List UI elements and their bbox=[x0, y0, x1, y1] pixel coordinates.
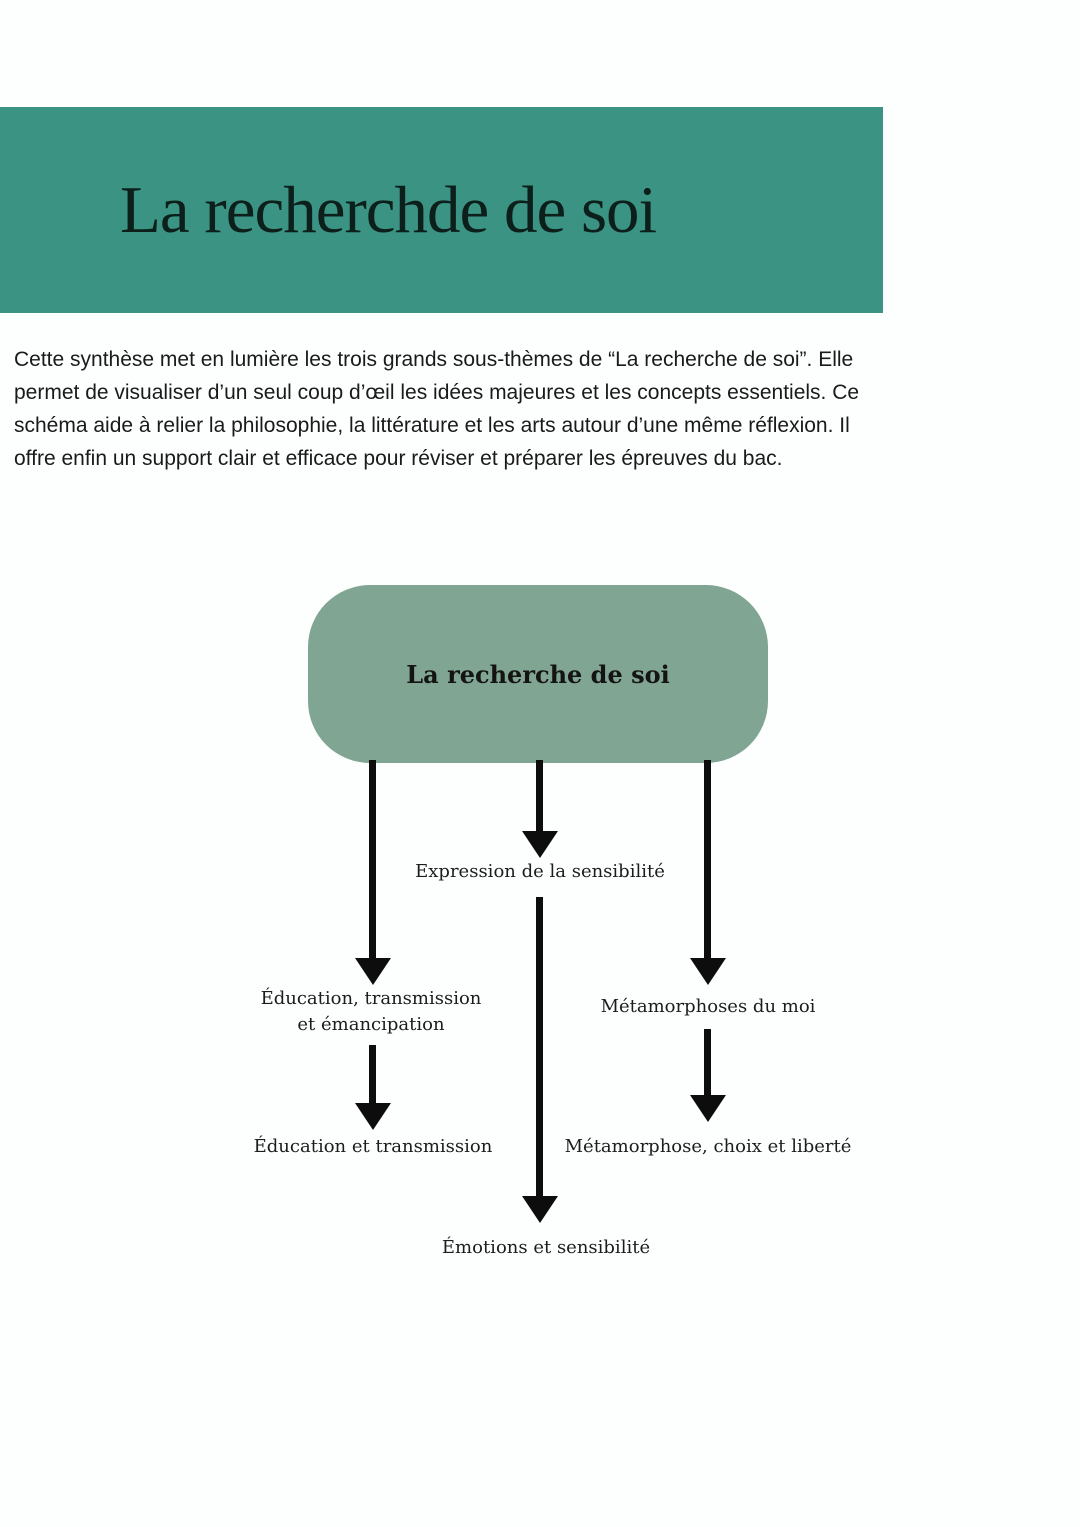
label-metamorphose-choix-liberte: Métamorphose, choix et liberté bbox=[564, 1136, 852, 1157]
connector-line-right-1 bbox=[704, 760, 711, 958]
label-education-emancipation: Éducation, transmission et émancipation bbox=[260, 988, 482, 1035]
connector-line-middle-2 bbox=[536, 897, 543, 1196]
header-banner: La recherchde de soi bbox=[0, 107, 883, 313]
arrow-down-icon bbox=[522, 1196, 558, 1223]
arrow-down-icon bbox=[522, 831, 558, 858]
intro-paragraph: Cette synthèse met en lumière les trois … bbox=[14, 348, 860, 470]
arrow-down-icon bbox=[355, 1103, 391, 1130]
label-emotions-sensibilite: Émotions et sensibilité bbox=[441, 1237, 651, 1258]
label-education-transmission: Éducation et transmission bbox=[253, 1136, 493, 1157]
root-node-label: La recherche de soi bbox=[406, 659, 670, 689]
connector-line-middle-1 bbox=[536, 760, 543, 831]
connector-line-left-2 bbox=[369, 1045, 376, 1103]
label-expression-sensibilite: Expression de la sensibilité bbox=[415, 861, 665, 882]
connector-line-right-2 bbox=[704, 1029, 711, 1095]
label-metamorphoses-moi: Métamorphoses du moi bbox=[600, 996, 816, 1017]
connector-line-left-1 bbox=[369, 760, 376, 958]
page-title: La recherchde de soi bbox=[120, 172, 657, 247]
root-node: La recherche de soi bbox=[308, 585, 768, 763]
arrow-down-icon bbox=[355, 958, 391, 985]
arrow-down-icon bbox=[690, 958, 726, 985]
arrow-down-icon bbox=[690, 1095, 726, 1122]
